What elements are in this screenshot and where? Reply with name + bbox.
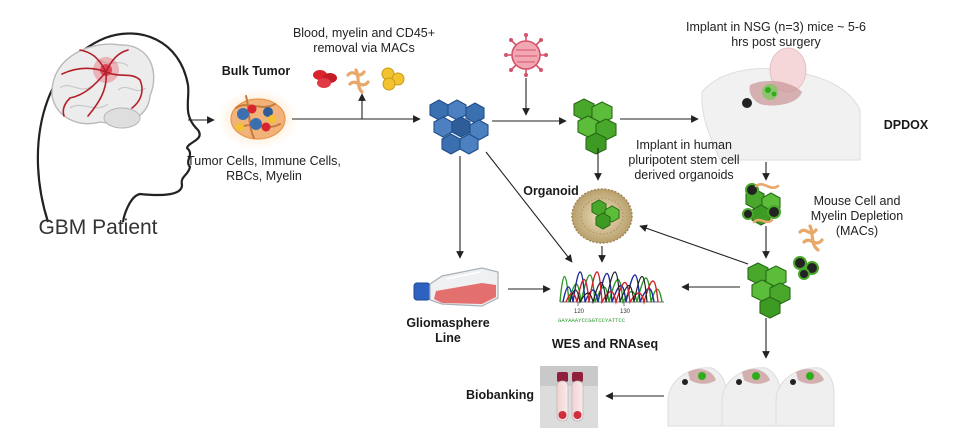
gliomasphere-label: Gliomasphere Line: [406, 316, 490, 345]
biobanking-photo: [540, 366, 598, 428]
patient-label: GBM Patient: [38, 216, 158, 239]
labeled-cell-cluster: [573, 98, 617, 155]
brain-icon: [51, 43, 155, 129]
biobanking-label: Biobanking: [465, 388, 535, 402]
sequencing-label: WES and RNAseq: [551, 337, 659, 351]
three-mice-illustration: [667, 367, 835, 427]
recovered-cell-cluster: [747, 262, 791, 319]
bulk-tumor-title: Bulk Tumor: [221, 64, 291, 78]
depleted-mouse-cells: [793, 224, 824, 280]
dpdox-label: DPDOX: [883, 118, 929, 132]
patient-head-illustration: [36, 32, 201, 223]
workflow-arrows: [188, 78, 770, 400]
gliomasphere-flask-illustration: [413, 267, 499, 307]
removed-cells-illustration: [313, 67, 405, 94]
implant-mice-text: Implant in NSG (n=3) mice ~ 5-6 hrs post…: [686, 20, 866, 49]
chromatogram-base-calls: GAYAAAYCCGGTCCYATTCC: [558, 317, 626, 324]
depleted-graft-cluster: [742, 183, 781, 226]
chromatogram-illustration: 120 130 GAYAAAYCCGGTCCYATTCC: [558, 271, 664, 324]
arrow-cluster-to-sequencing: [485, 151, 573, 263]
chromatogram-tick-right: 130: [620, 309, 631, 315]
nsg-mouse-illustration: [701, 47, 861, 161]
organoid-label: Organoid: [523, 184, 579, 198]
arrow-recovered-to-organoid: [639, 224, 749, 265]
bulk-tumor-illustration: [218, 89, 298, 149]
bulk-tumor-components: Tumor Cells, Immune Cells, RBCs, Myelin: [187, 154, 341, 183]
virus-icon: [504, 33, 548, 77]
mouse-depletion-text: Mouse Cell and Myelin Depletion (MACs): [810, 194, 904, 238]
organoid-illustration: [571, 188, 633, 244]
tumor-cell-cluster: [429, 99, 489, 155]
implant-organoid-text: Implant in human pluripotent stem cell d…: [628, 138, 740, 182]
removal-step-text: Blood, myelin and CD45+ removal via MACs: [292, 26, 436, 55]
chromatogram-tick-left: 120: [574, 309, 585, 315]
